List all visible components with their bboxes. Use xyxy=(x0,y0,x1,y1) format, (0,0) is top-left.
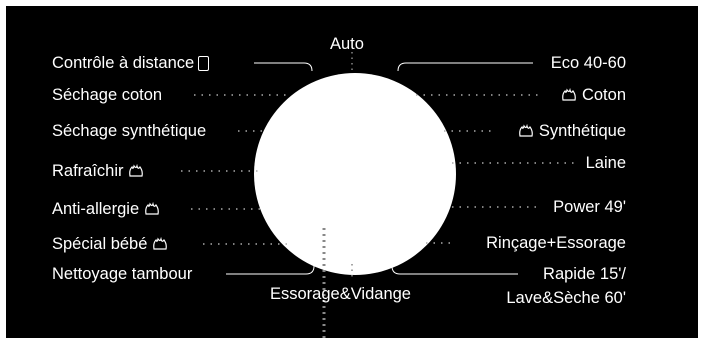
leader-eco xyxy=(397,62,533,72)
leader-nettoyage xyxy=(226,265,315,275)
program-dial-panel: Auto Essorage&Vidange Contrôle à distanc… xyxy=(6,6,698,338)
dial-knob[interactable] xyxy=(254,73,456,275)
program-rafraichir[interactable]: Rafraîchir xyxy=(52,161,144,181)
program-rapide-15[interactable]: Rapide 15'/ xyxy=(543,265,626,283)
program-lave-seche-60[interactable]: Lave&Sèche 60' xyxy=(506,289,626,307)
program-coton[interactable]: Coton xyxy=(561,85,626,105)
program-sechage-synthetique[interactable]: Séchage synthétique xyxy=(52,122,207,140)
program-nettoyage-tambour[interactable]: Nettoyage tambour xyxy=(52,265,193,283)
steam-icon xyxy=(128,164,144,178)
program-synthetique[interactable]: Synthétique xyxy=(518,121,626,141)
leader-rapide xyxy=(391,265,518,275)
program-controle-distance[interactable]: Contrôle à distance xyxy=(52,53,210,73)
program-eco-40-60[interactable]: Eco 40-60 xyxy=(550,54,626,72)
steam-icon xyxy=(152,237,168,251)
dial-label-essorage[interactable]: Essorage&Vidange xyxy=(270,285,411,303)
program-anti-allergie[interactable]: Anti-allergie xyxy=(52,199,160,219)
steam-icon xyxy=(144,202,160,216)
leader-controle xyxy=(254,62,313,72)
dial-graphic xyxy=(181,52,574,338)
steam-icon xyxy=(561,88,577,102)
program-power-49[interactable]: Power 49' xyxy=(553,198,626,216)
steam-icon xyxy=(518,124,534,138)
dial-label-auto[interactable]: Auto xyxy=(330,35,364,53)
program-rincage-essorage[interactable]: Rinçage+Essorage xyxy=(486,234,626,252)
program-laine[interactable]: Laine xyxy=(585,154,626,172)
program-special-bebe[interactable]: Spécial bébé xyxy=(52,234,168,254)
phone-icon xyxy=(198,55,210,71)
program-sechage-coton[interactable]: Séchage coton xyxy=(52,86,163,104)
